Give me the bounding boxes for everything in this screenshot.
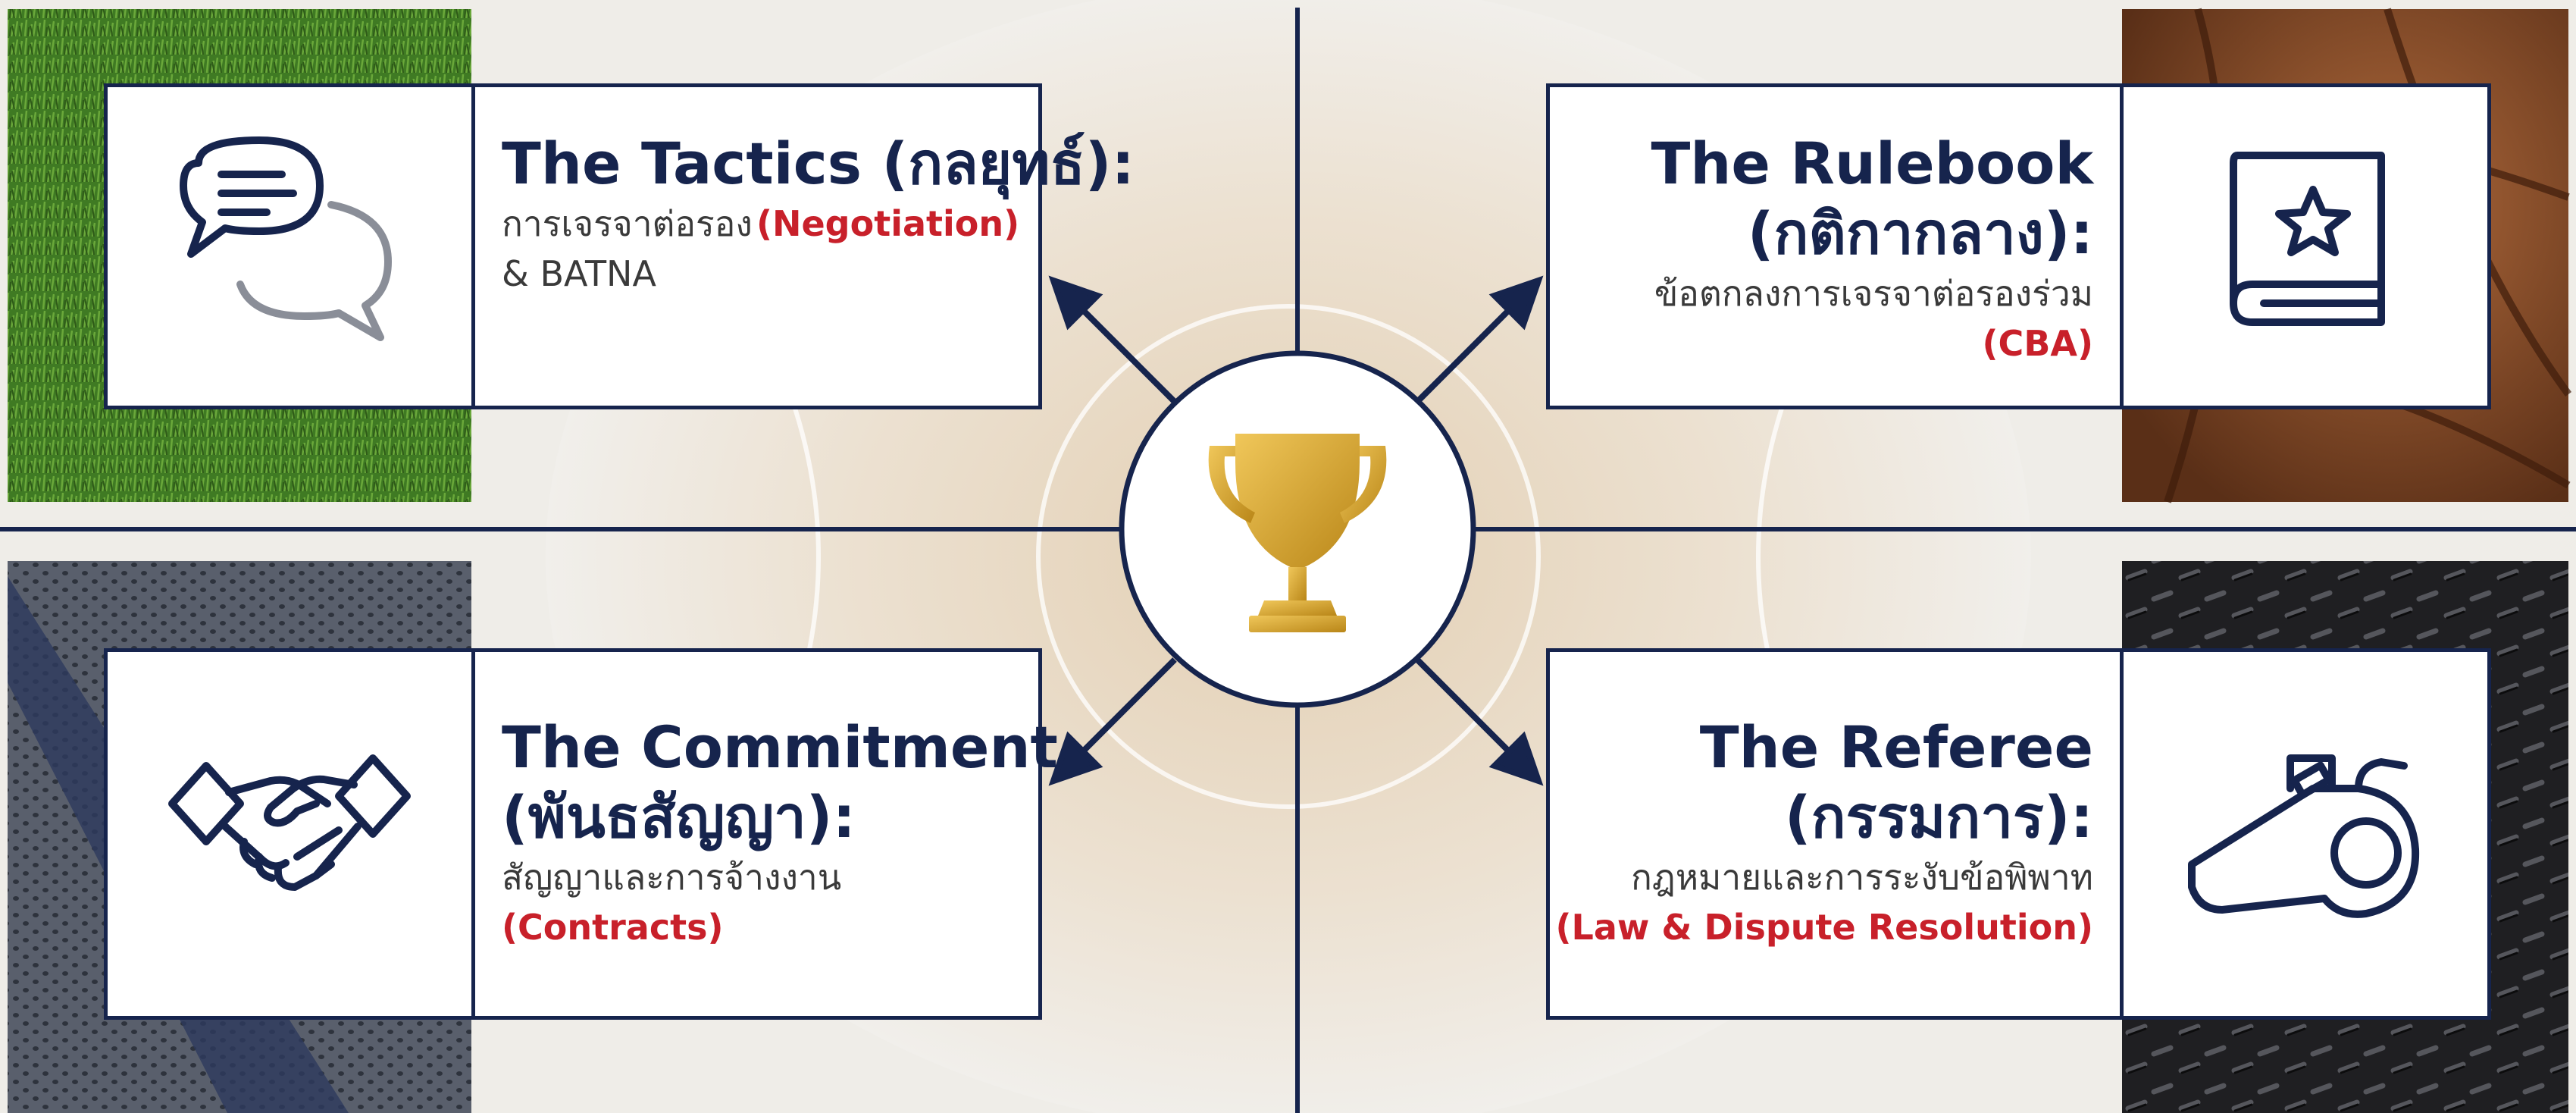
tactics-desc: การเจรจาต่อรอง	[502, 203, 753, 244]
rulebook-title: The Rulebook	[1651, 130, 2093, 197]
commitment-icon-box	[108, 652, 475, 1016]
tactics-card: The Tactics (กลยุทธ์): การเจรจาต่อรอง (N…	[104, 83, 1135, 409]
tactics-text: The Tactics (กลยุทธ์): การเจรจาต่อรอง (N…	[502, 129, 1135, 406]
tactics-desc-line2: & BATNA	[502, 253, 656, 294]
tactics-highlight: (Negotiation)	[756, 203, 1020, 244]
referee-card: The Referee (กรรมการ): กฎหมายและการระงับ…	[1546, 648, 2491, 1020]
rulebook-highlight: (CBA)	[1982, 323, 2093, 364]
referee-title-thai: (กรรมการ):	[1784, 783, 2093, 851]
commitment-text: The Commitment (พันธสัญญา): สัญญาและการจ…	[502, 713, 1058, 1016]
commitment-desc: สัญญาและการจ้างงาน	[502, 857, 842, 898]
trophy-icon	[1208, 434, 1387, 632]
rulebook-icon	[2230, 152, 2385, 326]
commitment-card: The Commitment (พันธสัญญา): สัญญาและการจ…	[104, 648, 1058, 1020]
rulebook-icon-box	[2120, 87, 2487, 406]
rulebook-title-thai: (กติกากลาง):	[1747, 199, 2093, 267]
rulebook-desc: ข้อตกลงการเจรจาต่อรองร่วม	[1654, 273, 2093, 314]
referee-desc: กฎหมายและการระงับข้อพิพาท	[1630, 857, 2093, 898]
rulebook-text: The Rulebook (กติกากลาง): ข้อตกลงการเจรจ…	[1565, 129, 2093, 406]
center-medallion	[1119, 350, 1476, 708]
commitment-title-thai: (พันธสัญญา):	[502, 783, 856, 851]
commitment-title: The Commitment	[502, 713, 1058, 781]
tactics-icon-box	[108, 87, 475, 406]
referee-icon-box	[2120, 652, 2487, 1016]
whistle-icon	[2188, 754, 2420, 918]
handshake-icon	[168, 754, 411, 891]
referee-title: The Referee	[1699, 713, 2093, 781]
chat-bubbles-icon	[180, 136, 392, 341]
referee-highlight: (Law & Dispute Resolution)	[1555, 907, 2093, 948]
commitment-highlight: (Contracts)	[502, 907, 724, 948]
rulebook-card: The Rulebook (กติกากลาง): ข้อตกลงการเจรจ…	[1546, 83, 2491, 409]
tactics-title: The Tactics (กลยุทธ์):	[502, 130, 1135, 197]
referee-text: The Referee (กรรมการ): กฎหมายและการระงับ…	[1556, 713, 2093, 1016]
